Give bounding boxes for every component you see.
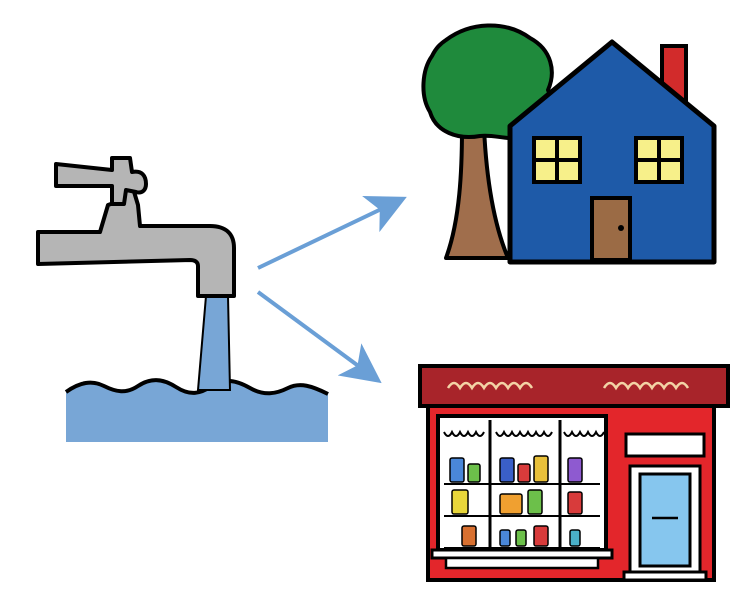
arrows: [256, 196, 407, 384]
house-icon: [507, 39, 717, 265]
house-body: [507, 39, 717, 265]
house-door: [590, 196, 632, 262]
arrow-tap-to-house: [257, 196, 407, 270]
water-tap-icon: [36, 156, 329, 442]
arrow-tap-to-shop: [256, 290, 382, 384]
tree-icon: [421, 23, 554, 260]
shop-display-window: [430, 414, 614, 570]
shop-door: [622, 464, 708, 582]
tap-body: [36, 183, 236, 298]
tree-trunk: [444, 126, 510, 260]
water-pool: [64, 378, 329, 442]
water-stream: [196, 295, 232, 391]
house-window-left: [532, 136, 582, 184]
shop-nameplate: [624, 432, 706, 458]
house-window-right: [634, 136, 684, 184]
shop-icon: [418, 364, 730, 582]
tap-handle: [54, 156, 148, 206]
shop-sign: [418, 364, 730, 408]
